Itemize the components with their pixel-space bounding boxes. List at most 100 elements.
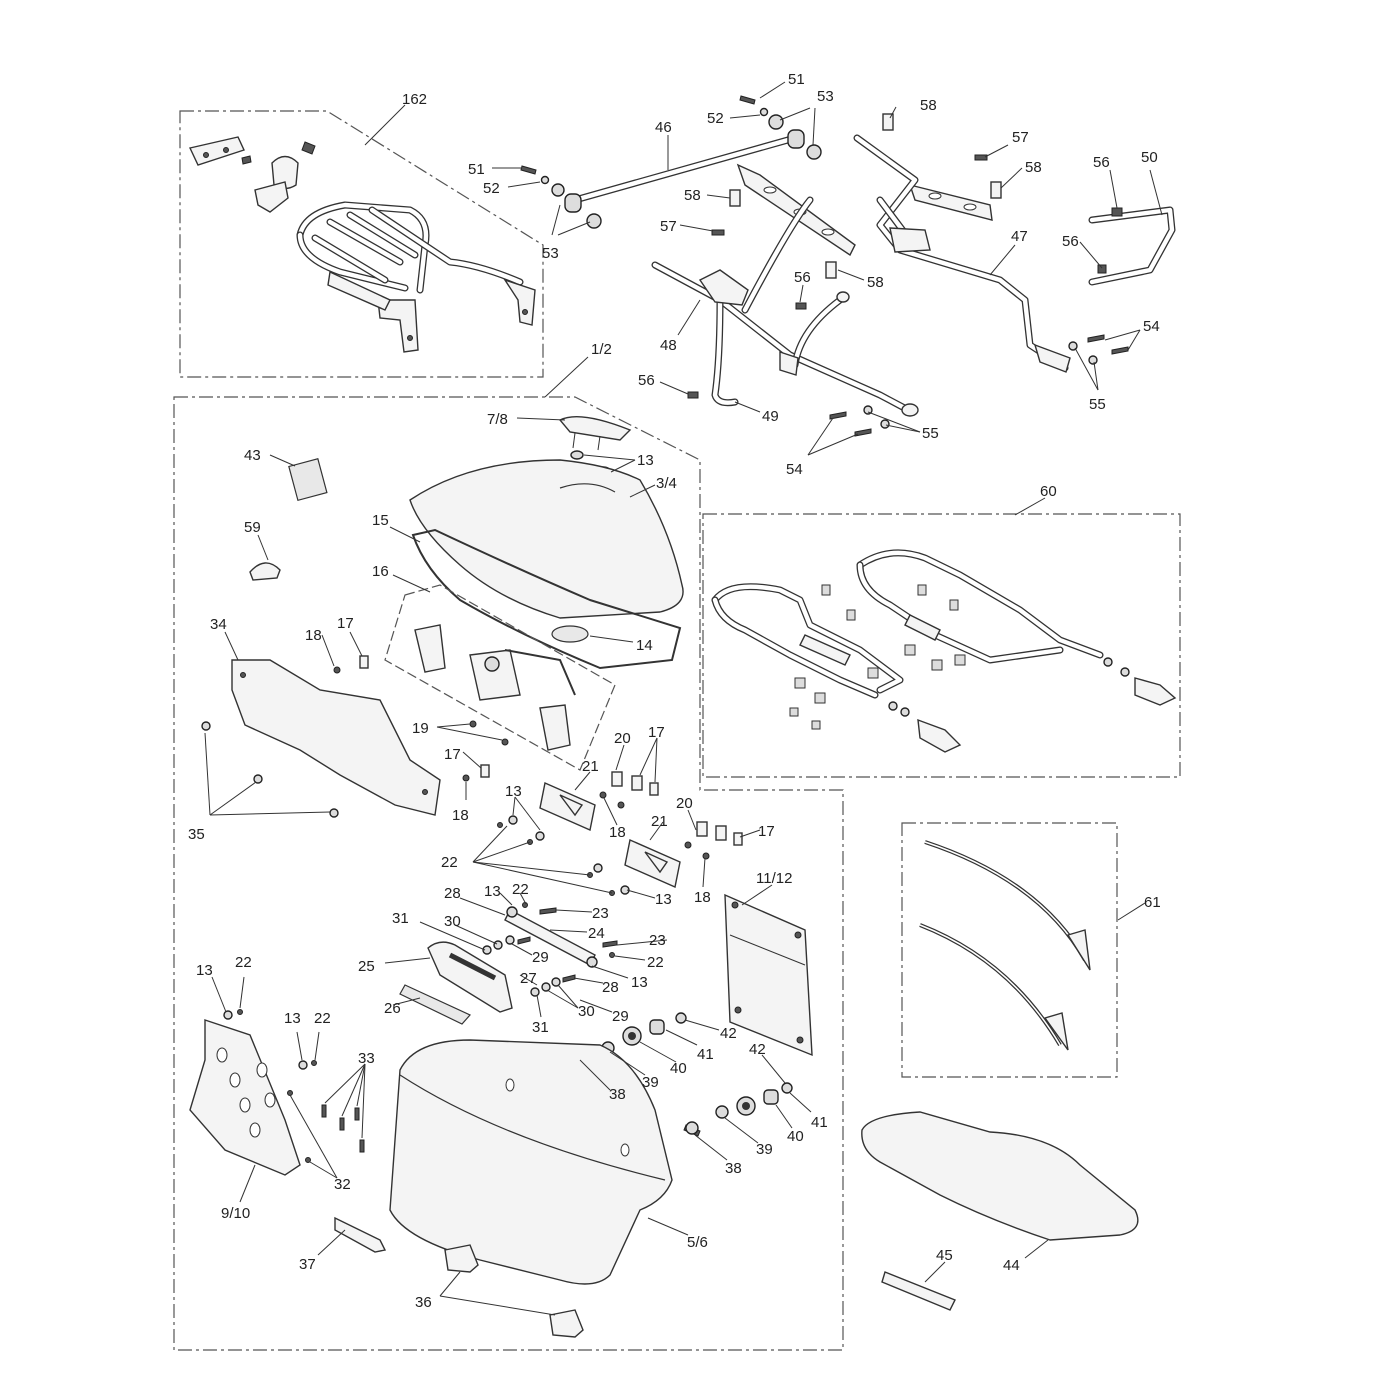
part-59 — [249, 562, 281, 581]
callout-46: 46 — [655, 119, 672, 136]
callout-27: 27 — [520, 970, 537, 987]
label-43 — [288, 457, 328, 502]
callout-39: 39 — [642, 1074, 659, 1091]
lock-barrel — [469, 649, 521, 701]
callout-18: 18 — [452, 807, 469, 824]
callout-54: 54 — [786, 461, 803, 478]
callout-55: 55 — [922, 425, 939, 442]
luggage-rack-kit-162 — [188, 136, 536, 353]
lid-badge-7-8 — [558, 415, 632, 441]
callout-17: 17 — [444, 746, 461, 763]
pannier-case — [389, 1039, 673, 1285]
rail-kit-60 — [711, 549, 1177, 753]
callout-51: 51 — [468, 161, 485, 178]
hinge-21a — [539, 782, 596, 831]
mount-plate-right — [908, 184, 993, 221]
callout-17: 17 — [648, 724, 665, 741]
mounting-plate-11-12 — [724, 893, 813, 1057]
callout-30: 30 — [444, 913, 461, 930]
callout-55: 55 — [1089, 396, 1106, 413]
callout-15: 15 — [372, 512, 389, 529]
callout-54: 54 — [1143, 318, 1160, 335]
end-cap — [917, 718, 962, 753]
callout-26: 26 — [384, 1000, 401, 1017]
mount-bracket — [254, 181, 289, 213]
heat-shield-34 — [231, 659, 441, 816]
callout-23: 23 — [649, 932, 666, 949]
callout-31: 31 — [392, 910, 409, 927]
callout-53: 53 — [817, 88, 834, 105]
callout-9-10: 9/10 — [221, 1205, 250, 1222]
catch — [539, 704, 571, 751]
callout-11-12: 11/12 — [756, 870, 792, 887]
callout-13: 13 — [196, 962, 213, 979]
pannier-assembly-boundary — [173, 396, 844, 1351]
mat-44 — [861, 1111, 1139, 1241]
callout-36: 36 — [415, 1294, 432, 1311]
callout-20: 20 — [676, 795, 693, 812]
callout-47: 47 — [1011, 228, 1028, 245]
callout-52: 52 — [707, 110, 724, 127]
strap-kit-61 — [919, 840, 1091, 1051]
handle-25 — [427, 941, 513, 1013]
callout-22: 22 — [512, 881, 529, 898]
callout-52: 52 — [483, 180, 500, 197]
end-cap — [1134, 677, 1177, 706]
strap-45 — [881, 1271, 956, 1311]
callout-56: 56 — [638, 372, 655, 389]
callout-61: 61 — [1144, 894, 1161, 911]
callout-57: 57 — [660, 218, 677, 235]
callout-23: 23 — [592, 905, 609, 922]
callout-58: 58 — [920, 97, 937, 114]
callout-31: 31 — [532, 1019, 549, 1036]
callout-29: 29 — [532, 949, 549, 966]
clip — [990, 181, 1002, 199]
callout-53: 53 — [542, 245, 559, 262]
callout-28: 28 — [602, 979, 619, 996]
callout-41: 41 — [811, 1114, 828, 1131]
rubber-mount-36 — [549, 1309, 584, 1338]
callout-41: 41 — [697, 1046, 714, 1063]
stay-24 — [504, 909, 596, 966]
callout-58: 58 — [684, 187, 701, 204]
callout-21: 21 — [651, 813, 668, 830]
callout-44: 44 — [1003, 1257, 1020, 1274]
callout-30: 30 — [578, 1003, 595, 1020]
callout-51: 51 — [788, 71, 805, 88]
callout-29: 29 — [612, 1008, 629, 1025]
hinge-21b — [624, 839, 681, 888]
callout-24: 24 — [588, 925, 605, 942]
callout-16: 16 — [372, 563, 389, 580]
callout-59: 59 — [244, 519, 261, 536]
callout-22: 22 — [314, 1010, 331, 1027]
lock-mechanism — [414, 624, 446, 673]
callout-22: 22 — [235, 954, 252, 971]
bracket-plate — [188, 136, 245, 166]
callout-162: 162 — [402, 91, 427, 108]
clip — [729, 189, 741, 207]
bushing — [564, 193, 582, 213]
leader-lines — [204, 81, 1163, 1316]
callout-34: 34 — [210, 616, 227, 633]
rack-leg-right — [503, 278, 536, 326]
callout-14: 14 — [636, 637, 653, 654]
callout-5-6: 5/6 — [687, 1234, 708, 1251]
pannier-lid — [409, 459, 684, 619]
callout-3-4: 3/4 — [656, 475, 677, 492]
callout-33: 33 — [358, 1050, 375, 1067]
callout-58: 58 — [1025, 159, 1042, 176]
callout-18: 18 — [694, 889, 711, 906]
callout-13: 13 — [284, 1010, 301, 1027]
pannier-lid-assembly — [249, 415, 684, 782]
bushing — [787, 129, 805, 149]
callout-49: 49 — [762, 408, 779, 425]
callout-58: 58 — [867, 274, 884, 291]
callout-38: 38 — [725, 1160, 742, 1177]
callout-28: 28 — [444, 885, 461, 902]
callout-56: 56 — [794, 269, 811, 286]
callout-7-8: 7/8 — [487, 411, 508, 428]
pad-26 — [399, 984, 471, 1025]
callout-42: 42 — [749, 1041, 766, 1058]
